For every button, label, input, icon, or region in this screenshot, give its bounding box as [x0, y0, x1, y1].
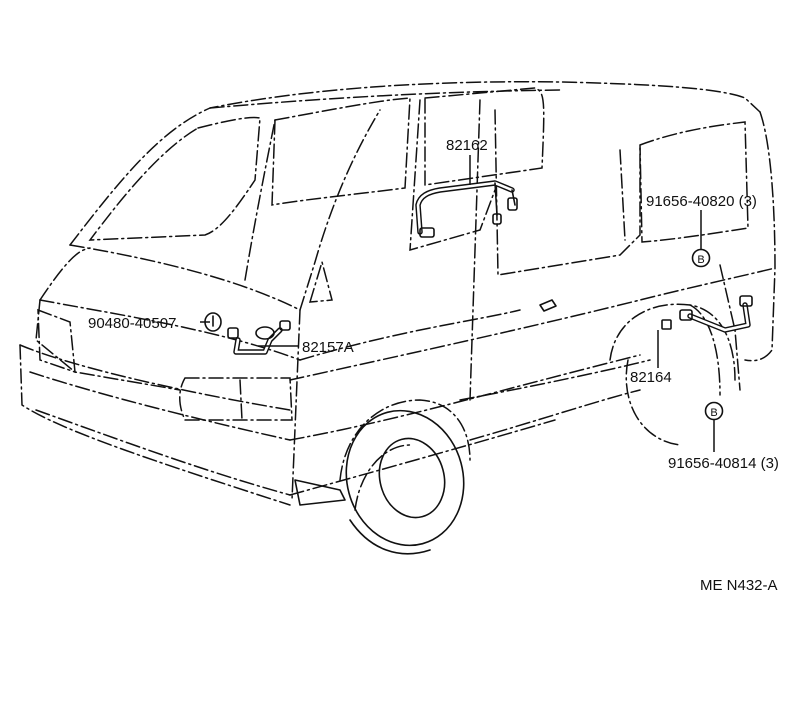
- svg-text:B: B: [710, 407, 717, 419]
- label-82164: 82164: [630, 369, 672, 386]
- label-82162: 82162: [446, 137, 488, 154]
- label-91656-40814: 91656-40814 (3): [668, 455, 779, 472]
- wire-harness-82157a: [227, 320, 291, 355]
- figure-code: ME N432-A: [700, 577, 778, 594]
- label-91656-40820: 91656-40820 (3): [646, 193, 757, 210]
- callout-marker-lower: B: [704, 401, 724, 421]
- wire-harness-82162: [415, 180, 518, 238]
- front-wheel: [294, 409, 465, 555]
- svg-text:B: B: [697, 254, 704, 266]
- van-body-outline: [19, 81, 776, 511]
- callout-marker-upper: B: [691, 248, 711, 268]
- wire-harness-82164: [539, 295, 753, 333]
- label-90480-40507: 90480-40507: [88, 315, 176, 332]
- leader-lines: [200, 155, 715, 452]
- label-82157a: 82157A: [302, 339, 354, 356]
